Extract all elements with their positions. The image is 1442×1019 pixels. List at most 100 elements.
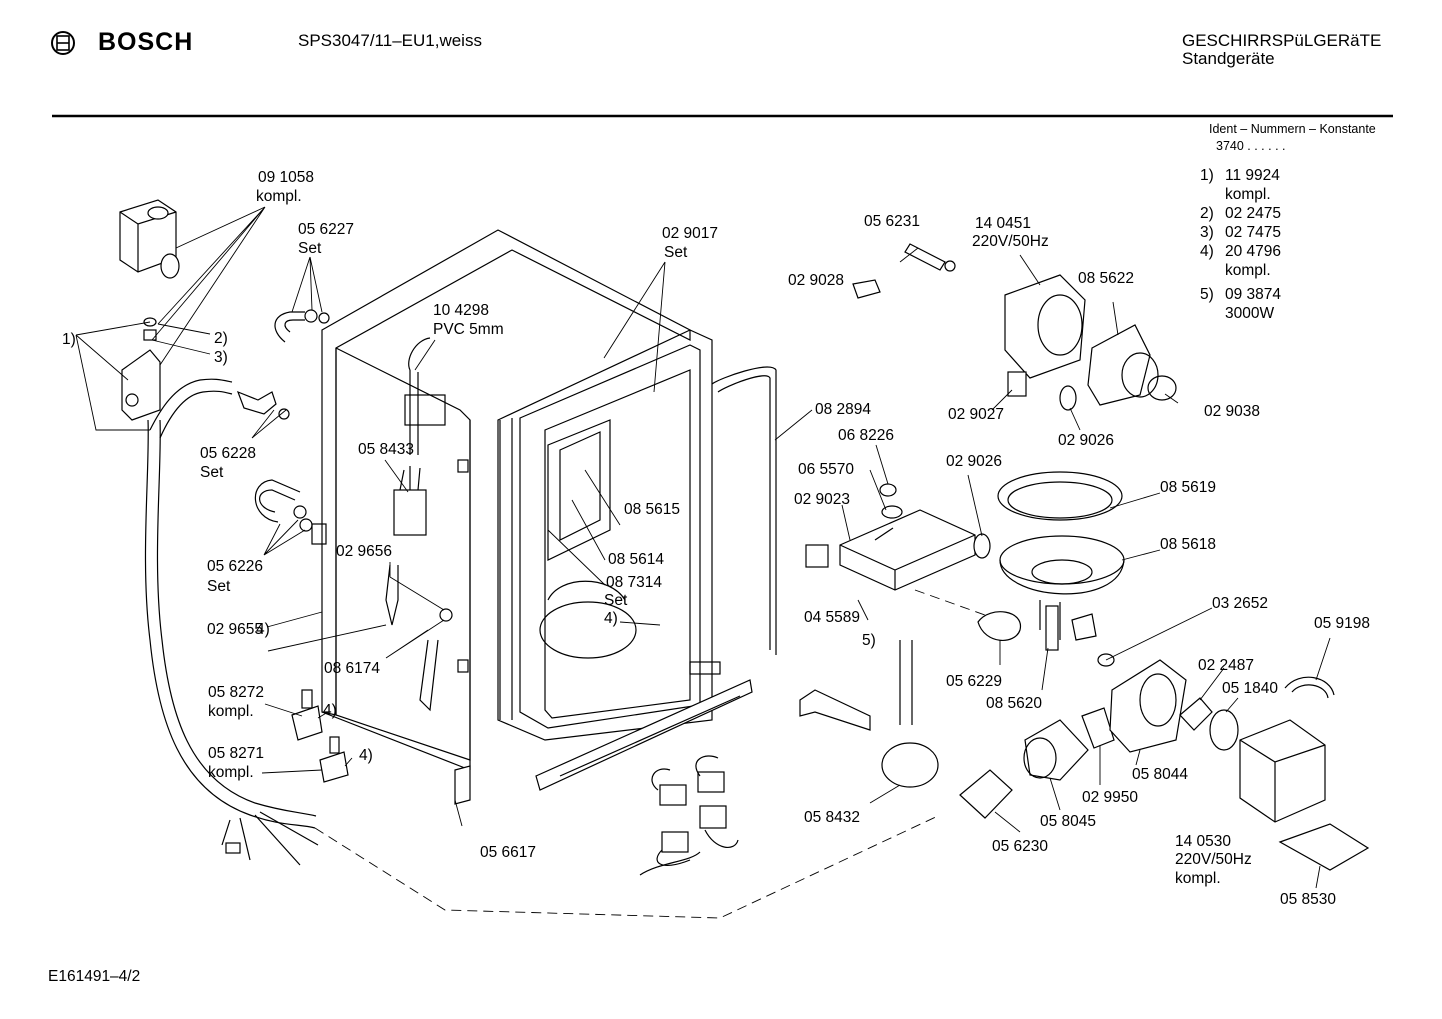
part-number: 14 0451 [975,215,1031,232]
model-number: SPS3047/11–EU1,weiss [298,31,482,50]
part-number: 08 7314 [606,574,662,591]
part-note: Set [298,240,322,257]
part-note: PVC 5mm [433,321,504,338]
pvc-tube-and-capacitor-drawing [393,337,431,536]
legend: 1) 11 9924 kompl. 2) 02 2475 3) 02 7475 … [1200,167,1281,322]
legend-key: 4) [1200,243,1214,260]
part-number: 08 5618 [1160,536,1216,553]
reference-marker: 1) [62,331,76,348]
hose-elbows-drawing [236,309,330,532]
reference-marker: 4) [256,621,270,638]
part-number: 05 8044 [1132,766,1188,783]
part-number: 02 2487 [1198,657,1254,674]
legend-line: kompl. [1225,262,1271,279]
part-number: 05 6230 [992,838,1048,855]
brand: BOSCH [50,28,193,57]
legend-key: 5) [1200,286,1214,303]
part-note: Set [604,592,628,609]
category-subtitle: Standgeräte [1182,49,1275,68]
aquastop-valves-drawing [291,689,349,783]
part-number: 05 6231 [864,213,920,230]
part-callouts: 09 1058 kompl. 05 6227 Set 10 4298 PVC 5… [62,169,1370,908]
part-number: 02 9038 [1204,403,1260,420]
reference-marker: 4) [323,702,337,719]
brand-name: BOSCH [98,28,194,56]
sump-filter-drawing [997,471,1125,651]
part-number: 02 9026 [1058,432,1114,449]
wiring-connectors-drawing [639,755,739,876]
part-number: 08 5615 [624,501,680,518]
circulation-pump-drawing [1004,274,1177,411]
part-number: 10 4298 [433,302,489,319]
part-number: 05 6227 [298,221,354,238]
legend-line: 11 9924 [1225,167,1280,184]
part-number: 05 6617 [480,844,536,861]
part-number: 05 8530 [1280,891,1336,908]
legend-line: 09 3874 [1225,286,1281,303]
reference-marker: 5) [862,632,876,649]
tub-frame-drawing [497,329,713,741]
part-note: 220V/50Hz [1175,851,1252,868]
part-number: 08 5620 [986,695,1042,712]
drain-pump-drawing [799,640,1335,819]
part-number: 05 8433 [358,441,414,458]
part-note: kompl. [1175,870,1221,887]
inlet-hose-drawing [144,378,319,866]
inlet-valve-drawing [119,199,180,421]
part-number: 02 9028 [788,272,844,289]
drawing-id: E161491–4/2 [48,968,140,985]
part-note: kompl. [256,188,302,205]
reference-marker: 2) [214,330,228,347]
part-number: 08 5614 [608,551,664,568]
flow-heater-drawing [805,483,1021,642]
part-note: Set [207,578,231,595]
legend-key: 2) [1200,205,1214,222]
part-number: 06 8226 [838,427,894,444]
part-number: 05 9198 [1314,615,1370,632]
part-number: 05 8271 [208,745,264,762]
legend-key: 1) [1200,167,1214,184]
ident-value: 3740 . . . . . . [1216,139,1285,153]
leader-lines [75,206,1331,889]
part-number: 14 0530 [1175,833,1231,850]
part-number: 08 5622 [1078,270,1134,287]
part-number: 02 9026 [946,453,1002,470]
reference-marker: 3) [214,349,228,366]
part-number: 02 9655 [207,621,263,638]
part-number: 02 9656 [336,543,392,560]
assembly-boundary-line [314,814,941,919]
part-number: 05 6228 [200,445,256,462]
part-number: 05 8272 [208,684,264,701]
part-number: 02 9023 [794,491,850,508]
part-number: 08 6174 [324,660,380,677]
part-number: 03 2652 [1212,595,1268,612]
part-note: kompl. [208,703,254,720]
heating-element-drawing [852,243,956,299]
part-number: 05 1840 [1222,680,1278,697]
part-note: kompl. [208,764,254,781]
bosch-logo-icon [51,30,75,55]
drain-motor-drawing [1239,719,1370,871]
cabinet-side-panel-drawing [311,229,691,771]
legend-line: 20 4796 [1225,243,1281,260]
part-number: 02 9017 [662,225,718,242]
legend-line: 02 2475 [1225,205,1281,222]
part-note: Set [664,244,688,261]
float-switch-drawing [385,564,471,805]
legend-line: 3000W [1225,305,1274,322]
part-number: 05 8432 [804,809,860,826]
part-number: 06 5570 [798,461,854,478]
part-number: 08 2894 [815,401,871,418]
base-rails-drawing [535,661,753,791]
ident-title: Ident – Nummern – Konstante [1209,122,1376,136]
part-note: 220V/50Hz [972,233,1049,250]
legend-line: kompl. [1225,186,1271,203]
part-number: 02 9950 [1082,789,1138,806]
part-note: Set [200,464,224,481]
legend-line: 02 7475 [1225,224,1281,241]
part-number: 05 6226 [207,558,263,575]
part-number: 05 6229 [946,673,1002,690]
door-seal-drawing [711,366,777,655]
part-number: 09 1058 [258,169,314,186]
